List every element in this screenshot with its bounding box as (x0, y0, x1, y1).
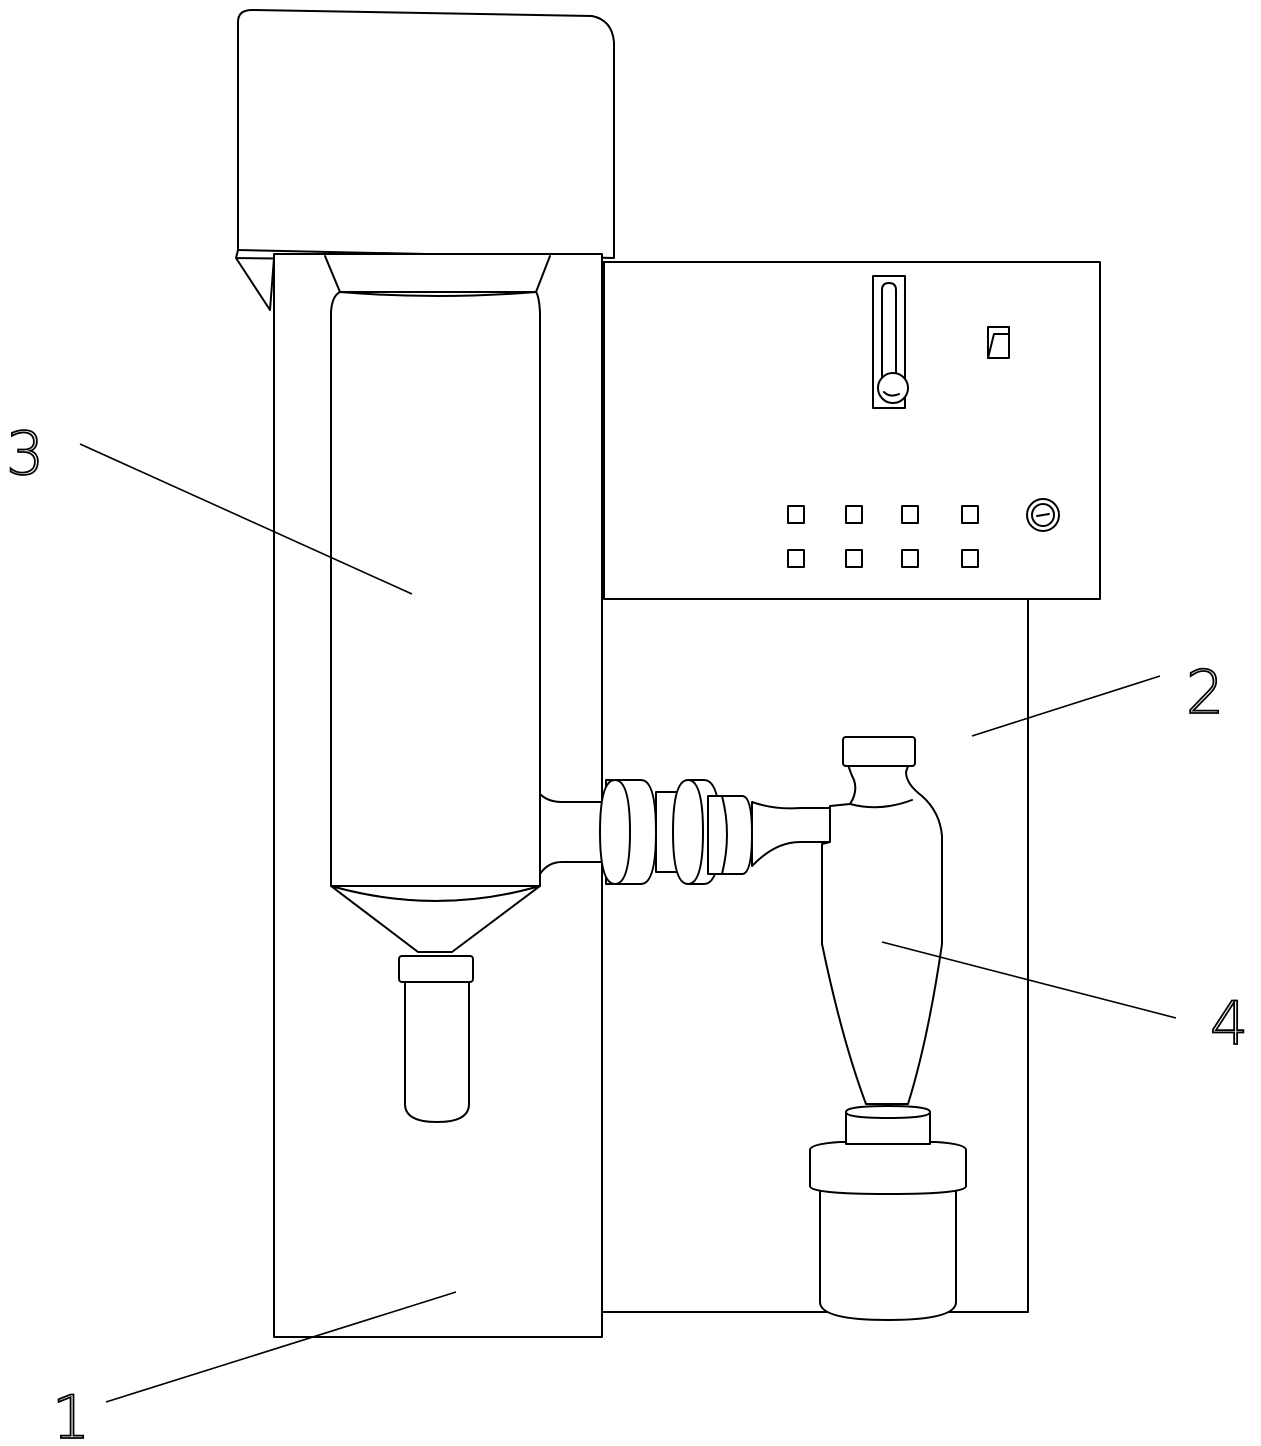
control-button (961, 505, 979, 524)
collection-tube (398, 955, 474, 1123)
drying-tower (324, 255, 607, 1123)
leader-3 (79, 443, 413, 595)
callout-2: 2 (1186, 658, 1224, 728)
power-switch (987, 326, 1010, 359)
callout-3: 3 (6, 419, 44, 489)
rear-frame (601, 597, 1029, 1313)
control-button (845, 505, 863, 524)
leader-2 (971, 675, 1161, 737)
leader-4 (881, 941, 1177, 1019)
callout-1: 1 (52, 1383, 90, 1446)
control-button (901, 549, 919, 568)
leader-lines (79, 443, 1177, 1403)
flow-gauge (872, 275, 909, 409)
cyclone-collector (809, 1105, 967, 1321)
connecting-pipe (599, 779, 835, 885)
callout-labels: 1 2 3 4 (5, 418, 1249, 1446)
leader-1 (105, 1291, 457, 1403)
control-buttons (787, 505, 979, 568)
control-button (845, 549, 863, 568)
cyclone-separator (809, 736, 967, 1321)
control-button (901, 505, 919, 524)
control-button (961, 549, 979, 568)
callout-4: 4 (1210, 989, 1248, 1059)
control-button (787, 549, 805, 568)
control-panel (603, 261, 1101, 600)
control-knob (1026, 498, 1060, 532)
control-button (787, 505, 805, 524)
